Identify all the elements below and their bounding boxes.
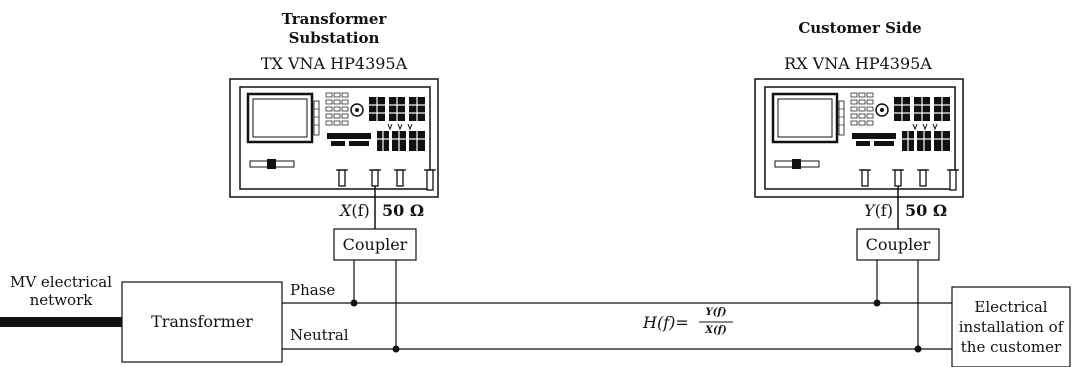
tx-impedance-label: 50 Ω [382, 201, 425, 220]
rx-heading: Customer Side [798, 19, 922, 37]
customer-label-line2: installation of [958, 318, 1064, 336]
rx-signal-var: Y [864, 201, 875, 220]
rx-signal-label: Y(f) [864, 201, 893, 220]
customer-box [951, 286, 1071, 367]
mv-network-line [0, 317, 122, 327]
rx-coupler-label: Coupler [865, 235, 931, 254]
rx-signal-arg: (f) [874, 201, 893, 220]
formula-numerator: Y(f) [705, 307, 727, 318]
tx-signal-label: X(f) [340, 201, 370, 220]
formula-denominator: X(f) [705, 325, 727, 336]
transformer-label: Transformer [151, 312, 253, 331]
transformer-box [121, 281, 283, 363]
formula-lhs: H(f)= [643, 313, 689, 332]
neutral-label: Neutral [290, 326, 349, 344]
tx-signal-arg: (f) [351, 201, 370, 220]
tx-heading-line2: Substation [288, 29, 380, 47]
tx-vna-instrument [228, 77, 440, 199]
tx-heading-line1: Transformer [281, 10, 387, 28]
customer-label: Electrical installation of the customer [952, 297, 1070, 357]
mv-network-label: MV electrical network [4, 273, 118, 309]
customer-label-line3: the customer [960, 338, 1062, 356]
tx-signal-var: X [340, 201, 352, 220]
mv-network-line2: network [29, 291, 93, 309]
rx-device-label: RX VNA HP4395A [784, 54, 932, 73]
tx-coupler-box [333, 228, 417, 261]
junction-dots [350, 299, 922, 353]
mv-network-line1: MV electrical [9, 273, 113, 291]
tx-device-label: TX VNA HP4395A [260, 54, 408, 73]
rx-coupler-taps [876, 260, 919, 349]
rx-impedance-label: 50 Ω [905, 201, 948, 220]
customer-label-line1: Electrical [974, 298, 1048, 316]
tx-coupler-taps [353, 260, 397, 349]
rx-vna-instrument [753, 77, 965, 199]
tx-coupler-label: Coupler [342, 235, 408, 254]
tx-heading: Transformer Substation [264, 10, 404, 48]
phase-label: Phase [290, 281, 336, 299]
rx-coupler-box [856, 228, 940, 261]
